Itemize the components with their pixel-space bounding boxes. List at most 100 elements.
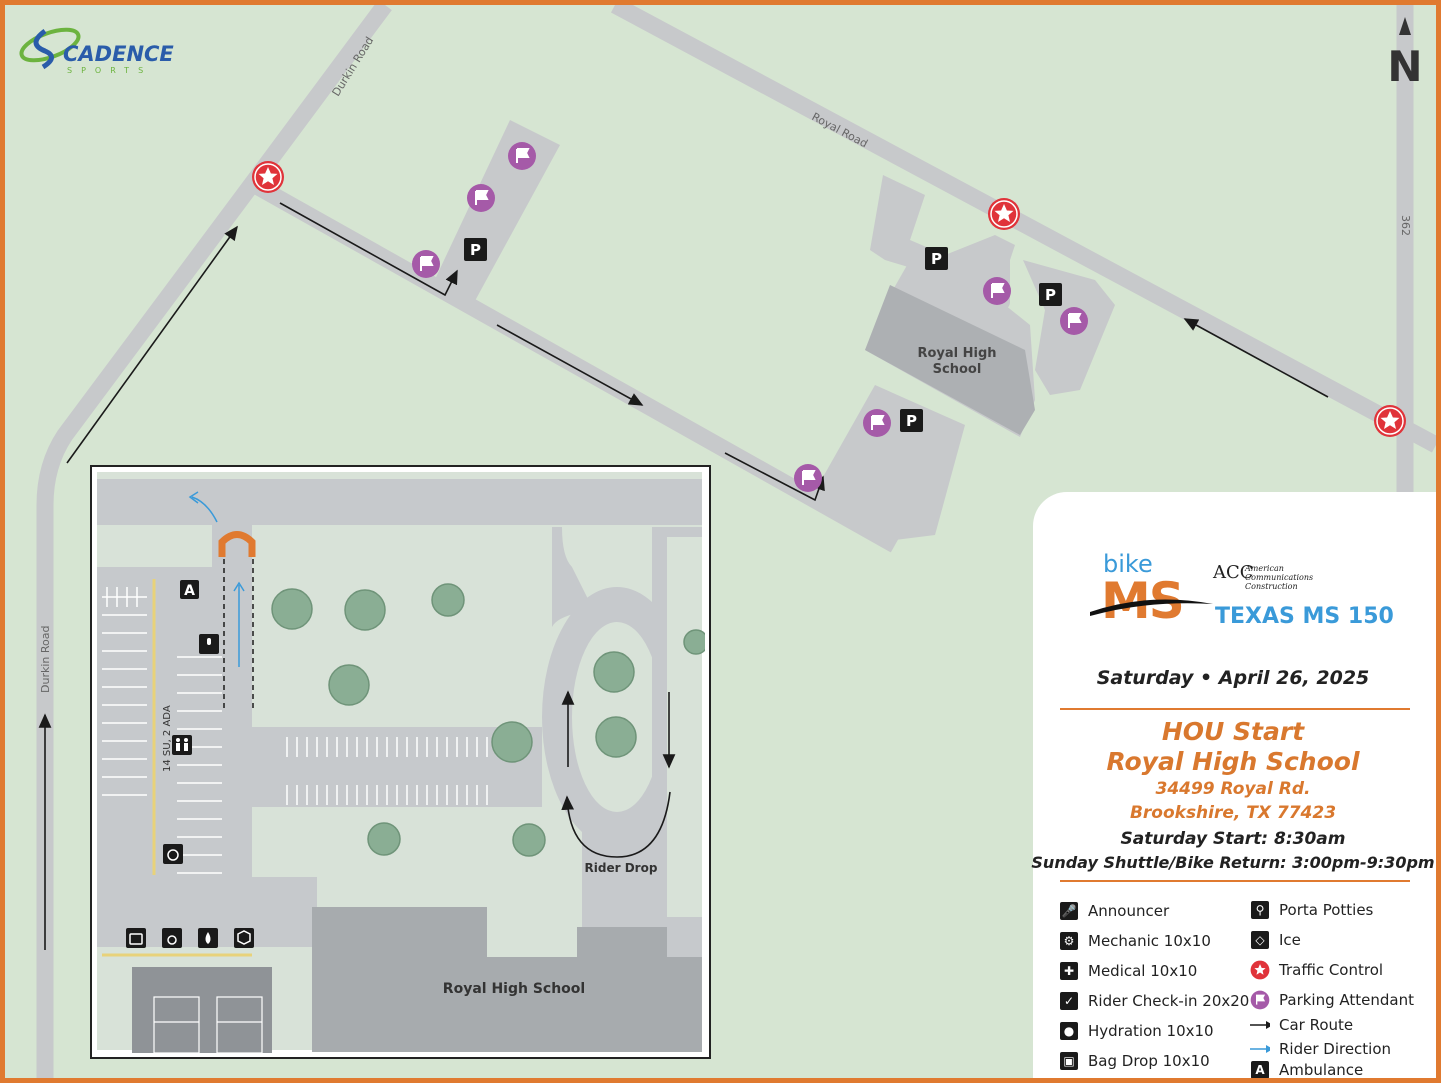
legend-item-bag-drop: ▣ Bag Drop 10x10 xyxy=(1059,1051,1210,1071)
ada-label: 14 SU, 2 ADA xyxy=(162,705,173,772)
event-info-panel: bike MS ACC American Communications Cons… xyxy=(1031,492,1436,1078)
address-line1: 34499 Royal Rd. xyxy=(1155,779,1311,799)
legend-label: Traffic Control xyxy=(1279,961,1384,979)
bag-drop-icon xyxy=(126,928,146,948)
legend-item-hydration: ● Hydration 10x10 xyxy=(1059,1021,1214,1041)
divider-bottom xyxy=(1060,880,1410,882)
ambulance-a-icon xyxy=(180,580,199,599)
road-label-durkin-left: Durkin Road xyxy=(39,626,52,693)
legend-label: Hydration 10x10 xyxy=(1088,1022,1214,1040)
legend-item-traffic-control: Traffic Control xyxy=(1250,960,1383,980)
tennis-courts xyxy=(132,967,272,1053)
water-drop-icon: ● xyxy=(1059,1021,1079,1041)
sponsor-line3: Construction xyxy=(1245,582,1298,591)
legend-item-porta-potties: ⚲ Porta Potties xyxy=(1250,900,1373,920)
car-route xyxy=(38,202,1329,950)
parking-attendant-flag-icon xyxy=(982,276,1012,306)
rider-check-in-icon xyxy=(163,844,183,864)
black-arrow-icon xyxy=(1250,1015,1270,1035)
legend-label: Medical 10x10 xyxy=(1088,962,1198,980)
parking-attendant-flag-icon xyxy=(411,249,441,279)
legend-item-mechanic: ⚙ Mechanic 10x10 xyxy=(1059,931,1211,951)
sponsor-line2: Communications xyxy=(1245,573,1314,582)
venue-name: Royal High School xyxy=(1106,747,1360,776)
start-title: HOU Start xyxy=(1161,717,1305,746)
parking-attendant-flag-icon xyxy=(862,408,892,438)
inset-school-label: Royal High School xyxy=(443,981,585,997)
legend-label: Mechanic 10x10 xyxy=(1088,932,1211,950)
mechanic-bike-icon xyxy=(162,928,182,948)
sponsor-letters: ACC xyxy=(1213,562,1254,583)
ambulance-letter: A xyxy=(184,583,195,599)
divider-top xyxy=(1060,708,1410,710)
north-arrow-icon: N xyxy=(1387,17,1423,85)
traffic-control-star-icon xyxy=(251,160,285,194)
traffic-star-icon xyxy=(1250,960,1270,980)
legend-item-check-in: ✓ Rider Check-in 20x20 xyxy=(1059,991,1249,1011)
medical-cross-icon: ✚ xyxy=(1059,961,1079,981)
north-label: N xyxy=(1387,42,1422,85)
legend-label: Ice xyxy=(1279,931,1301,949)
school-label-line2: School xyxy=(933,362,982,377)
legend-label: Announcer xyxy=(1088,902,1170,920)
legend-item-medical: ✚ Medical 10x10 xyxy=(1059,961,1197,981)
rider-drop-label: Rider Drop xyxy=(585,861,658,875)
legend-item-rider-direction: Rider Direction xyxy=(1250,1039,1391,1059)
school-label-line1: Royal High xyxy=(917,346,996,361)
legend-label: Parking Attendant xyxy=(1279,991,1414,1009)
legend-label: Bag Drop 10x10 xyxy=(1088,1052,1210,1070)
legend-label: Ambulance xyxy=(1279,1061,1364,1078)
parking-p-label: P xyxy=(1045,286,1056,304)
logo-main-text: CADENCE xyxy=(63,42,174,66)
parking-attendant-flag-icon xyxy=(793,463,823,493)
logo-sub-text: SPORTS xyxy=(67,66,152,75)
start-time: Saturday Start: 8:30am xyxy=(1120,829,1346,849)
legend-label: Car Route xyxy=(1279,1016,1354,1034)
ms-swoosh-icon xyxy=(1090,599,1213,616)
ambulance-a-icon: A xyxy=(1250,1060,1270,1078)
site-map: Durkin Road Durkin Road Royal Road 362 R… xyxy=(36,5,1436,1078)
inset-map: Rider Drop Royal High School 14 SU, 2 AD… xyxy=(97,472,709,1054)
legend-item-ambulance: A Ambulance xyxy=(1250,1060,1363,1078)
bag-icon: ▣ xyxy=(1059,1051,1079,1071)
ice-cube-icon: ◇ xyxy=(1250,930,1270,950)
legend-item-ice: ◇ Ice xyxy=(1250,930,1301,950)
legend-label: Rider Direction xyxy=(1279,1040,1392,1058)
traffic-control-star-icon xyxy=(1373,404,1407,438)
parking-attendant-flag-icon xyxy=(466,183,496,213)
check-in-icon: ✓ xyxy=(1059,991,1079,1011)
sponsor-name: American Communications Construction xyxy=(1245,564,1313,591)
parking-attendant-flag-icon xyxy=(507,141,537,171)
rider-drop-arrows xyxy=(561,690,676,858)
parking-flag-icon xyxy=(1250,990,1270,1010)
inset-parking-stripes xyxy=(102,587,488,874)
address-line2: Brookshire, TX 77423 xyxy=(1129,803,1337,823)
sponsor-line1: American xyxy=(1245,564,1284,573)
road-label-362: 362 xyxy=(1399,215,1412,236)
roads xyxy=(36,5,1436,1078)
legend-label: Porta Potties xyxy=(1279,901,1374,919)
parking-p-label: P xyxy=(906,412,917,430)
bike-label: bike xyxy=(1103,550,1153,578)
inset-trees xyxy=(271,583,709,857)
parking-p-label: P xyxy=(931,250,942,268)
microphone-icon: 🎤 xyxy=(1060,902,1078,920)
legend-label: Rider Check-in 20x20 xyxy=(1088,992,1250,1010)
inset-school-building xyxy=(312,907,487,1052)
parking-icons: P P P P xyxy=(464,238,1062,432)
event-date: Saturday • April 26, 2025 xyxy=(1096,667,1370,689)
north-lot xyxy=(430,120,560,310)
legend-item-parking-attendant: Parking Attendant xyxy=(1250,990,1414,1010)
blue-arrow-icon xyxy=(1250,1039,1270,1059)
start-arch xyxy=(218,531,256,557)
restroom-icon: ⚲ xyxy=(1250,900,1270,920)
rider-direction-arrow xyxy=(188,491,245,667)
parking-attendant-flag-icon xyxy=(1059,306,1089,336)
return-time: Sunday Shuttle/Bike Return: 3:00pm-9:30p… xyxy=(1031,853,1435,872)
legend-item-car-route: Car Route xyxy=(1250,1015,1353,1035)
legend-item-announcer: 🎤 Announcer xyxy=(1059,901,1169,921)
map-frame: Durkin Road Durkin Road Royal Road 362 R… xyxy=(5,5,1436,1078)
school-building xyxy=(865,285,1035,435)
start-area-inset: Rider Drop Royal High School 14 SU, 2 AD… xyxy=(90,465,711,1059)
event-name: TEXAS MS 150 xyxy=(1215,604,1394,629)
